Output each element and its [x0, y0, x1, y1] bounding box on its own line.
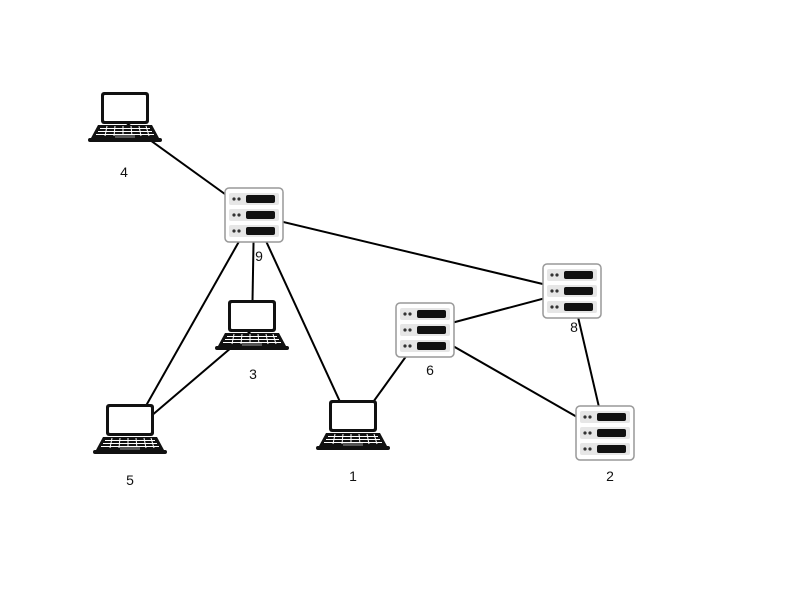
- server-icon: [575, 405, 635, 461]
- server-icon: [395, 302, 455, 358]
- laptop-icon: [315, 399, 391, 451]
- node-4: 4: [87, 91, 163, 180]
- laptop-icon: [214, 299, 290, 351]
- node-6: 6: [395, 302, 455, 378]
- node-label: 6: [426, 362, 434, 378]
- node-label: 8: [570, 319, 578, 335]
- edge-9-5: [129, 214, 255, 435]
- node-1: 1: [315, 399, 391, 484]
- node-label: 9: [255, 248, 263, 264]
- node-label: 4: [120, 164, 128, 180]
- edge-6-2: [424, 329, 606, 434]
- server-icon: [542, 263, 602, 319]
- node-label: 3: [249, 366, 257, 382]
- node-5: 5: [92, 403, 168, 488]
- node-8: 8: [542, 263, 602, 335]
- edge-9-8: [253, 214, 573, 292]
- node-3: 3: [214, 299, 290, 382]
- server-icon: [224, 187, 284, 243]
- node-label: 1: [349, 468, 357, 484]
- laptop-icon: [87, 91, 163, 143]
- edges: [124, 121, 606, 435]
- edge-9-1: [253, 214, 354, 431]
- node-2: 2: [575, 405, 635, 484]
- nodes: 1 2 3 4 5 6 8 9: [87, 91, 635, 488]
- node-9: 9: [224, 187, 284, 264]
- node-label: 5: [126, 472, 134, 488]
- node-label: 2: [606, 468, 614, 484]
